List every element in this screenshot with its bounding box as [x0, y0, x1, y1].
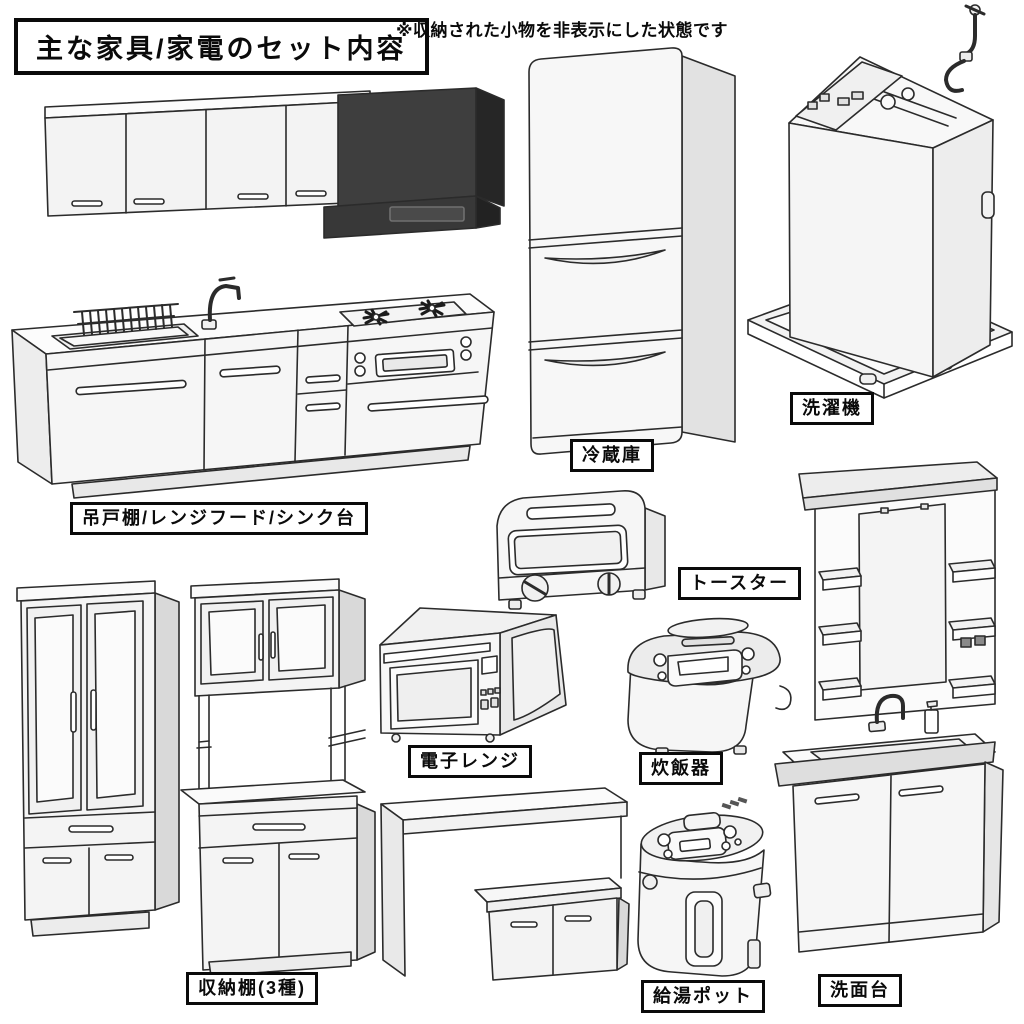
refrigerator-illustration	[523, 42, 741, 467]
left-shelves	[818, 567, 862, 701]
basin	[774, 733, 996, 787]
dish-rack	[73, 303, 179, 336]
sink-counter-illustration	[8, 272, 504, 504]
right-shelves	[948, 559, 996, 699]
label-toaster: トースター	[678, 567, 802, 600]
washstand-illustration	[763, 452, 1017, 982]
washing-machine-illustration	[742, 2, 1018, 406]
mirror	[858, 503, 947, 691]
label-washstand: 洗面台	[818, 974, 902, 1007]
washstand-cabinet	[792, 761, 1004, 953]
washer-body	[788, 56, 995, 378]
tall-cupboard	[16, 580, 180, 937]
soap-dispenser	[924, 700, 939, 734]
rice-cooker-control-panel	[653, 647, 755, 687]
label-hot-water-pot: 給湯ポット	[641, 980, 765, 1013]
light-bar	[798, 461, 998, 511]
toaster-illustration	[487, 482, 675, 620]
wall-cabinet	[44, 90, 371, 217]
rice-cooker-illustration	[616, 610, 796, 760]
label-storage-shelves: 収納棚(3種)	[186, 972, 318, 1005]
label-refrigerator: 冷蔵庫	[570, 439, 654, 472]
note-text: ※収納された小物を非表示にした状態です	[396, 21, 729, 40]
label-washing-machine: 洗濯機	[790, 392, 874, 425]
counter-table	[380, 787, 630, 981]
grill-unit	[347, 336, 489, 412]
faucet	[201, 276, 241, 330]
storage-shelves-illustration	[13, 572, 633, 982]
microwave-control-panel	[480, 655, 501, 710]
label-kitchen-unit: 吊戸棚/レンジフード/シンク台	[70, 502, 369, 535]
microwave-illustration	[370, 598, 574, 750]
page-title: 主な家具/家電のセット内容	[14, 18, 429, 75]
label-microwave: 電子レンジ	[408, 745, 532, 778]
basin-faucet	[868, 693, 905, 733]
hot-water-pot-illustration	[626, 790, 780, 984]
pot-control-panel	[657, 825, 742, 861]
gas-stove	[339, 299, 467, 327]
label-rice-cooker: 炊飯器	[639, 752, 723, 785]
range-hood	[323, 87, 505, 239]
wall-cabinet-range-hood-illustration	[38, 82, 510, 260]
steam-vents	[721, 796, 748, 810]
water-faucet-hose	[944, 4, 986, 93]
kitchen-rack	[180, 578, 376, 977]
